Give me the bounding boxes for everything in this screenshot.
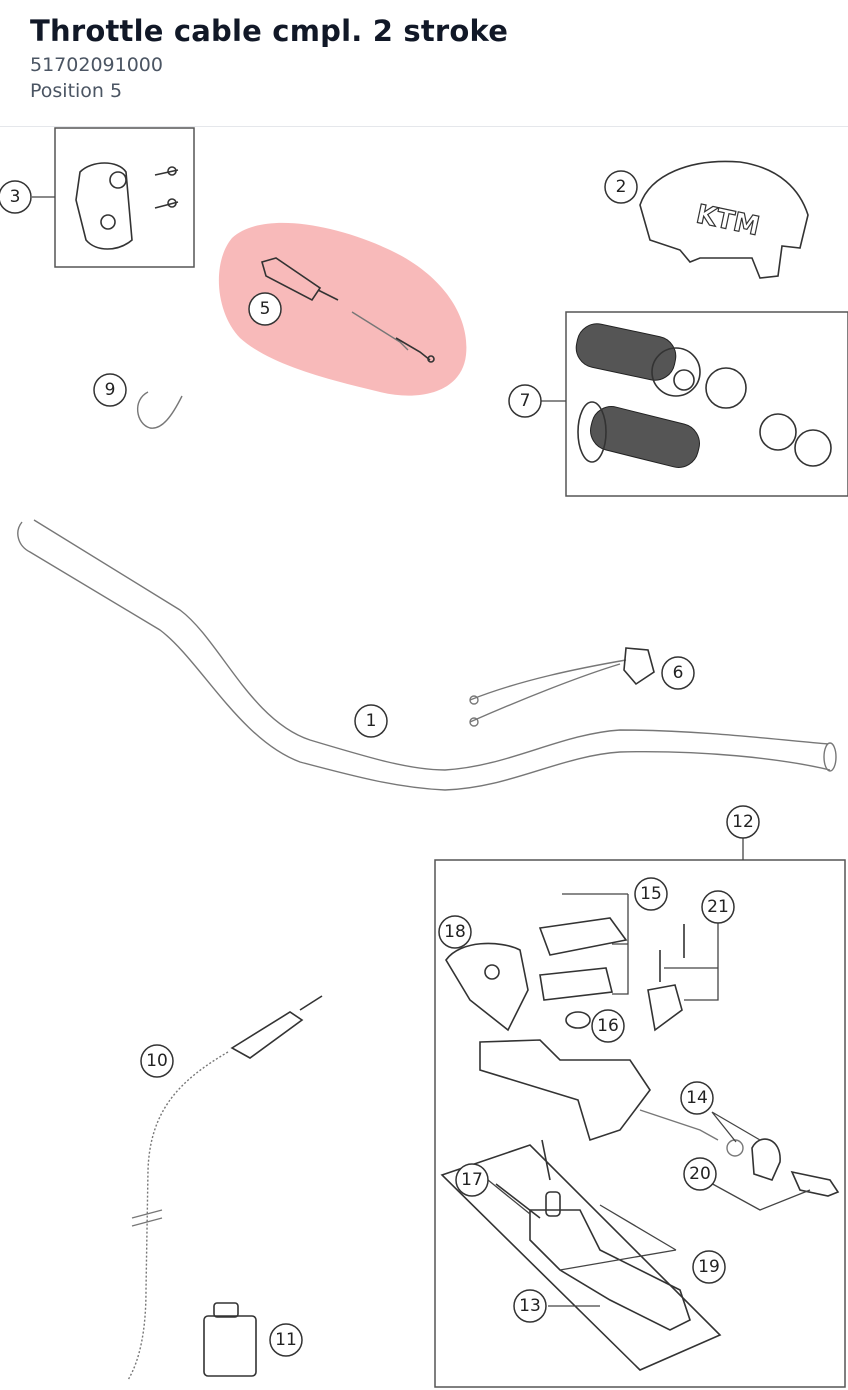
- svg-text:14: 14: [686, 1088, 708, 1108]
- callout-2[interactable]: 2: [604, 170, 638, 204]
- callout-17[interactable]: 17: [455, 1163, 489, 1197]
- callout-15[interactable]: 15: [634, 877, 668, 911]
- svg-text:21: 21: [707, 897, 729, 917]
- part-position: Position 5: [30, 80, 123, 102]
- callout-13[interactable]: 13: [513, 1289, 547, 1323]
- svg-text:9: 9: [105, 380, 116, 400]
- part-header: Throttle cable cmpl. 2 stroke 5170209100…: [0, 0, 848, 127]
- callout-12[interactable]: 12: [726, 805, 760, 839]
- callout-1[interactable]: 1: [354, 704, 388, 738]
- callout-19[interactable]: 19: [692, 1250, 726, 1284]
- pad-brand-mark: KTM: [694, 200, 763, 243]
- callout-9[interactable]: 9: [93, 373, 127, 407]
- part-throttle-cable[interactable]: [261, 257, 435, 363]
- callout-18[interactable]: 18: [438, 915, 472, 949]
- part-handlebar[interactable]: [17, 519, 837, 791]
- svg-text:13: 13: [519, 1296, 541, 1316]
- part-kill-switch[interactable]: [469, 647, 655, 727]
- svg-text:10: 10: [146, 1051, 168, 1071]
- callout-16[interactable]: 16: [591, 1009, 625, 1043]
- part-brake-master-cylinder[interactable]: [440, 917, 840, 1371]
- part-oil-bottle[interactable]: [203, 1302, 257, 1377]
- selected-part-highlight[interactable]: [218, 222, 467, 396]
- callout-7[interactable]: 7: [508, 384, 542, 418]
- svg-text:6: 6: [673, 663, 684, 683]
- part-box-12: [434, 859, 846, 1388]
- part-number: 51702091000: [30, 54, 163, 76]
- callout-14[interactable]: 14: [680, 1081, 714, 1115]
- part-long-cable[interactable]: [127, 995, 323, 1381]
- svg-text:12: 12: [732, 812, 754, 832]
- svg-text:11: 11: [275, 1330, 297, 1350]
- svg-text:15: 15: [640, 884, 662, 904]
- part-cable-tie[interactable]: [137, 391, 183, 429]
- svg-text:16: 16: [597, 1016, 619, 1036]
- callout-11[interactable]: 11: [269, 1323, 303, 1357]
- svg-text:7: 7: [520, 391, 531, 411]
- svg-text:1: 1: [366, 711, 377, 731]
- svg-text:19: 19: [698, 1257, 720, 1277]
- page-title: Throttle cable cmpl. 2 stroke: [30, 14, 509, 48]
- callout-6[interactable]: 6: [661, 656, 695, 690]
- callout-20[interactable]: 20: [683, 1157, 717, 1191]
- callout-10[interactable]: 10: [140, 1044, 174, 1078]
- svg-text:2: 2: [616, 177, 627, 197]
- callout-21[interactable]: 21: [701, 890, 735, 924]
- svg-text:18: 18: [444, 922, 466, 942]
- callout-5[interactable]: 5: [248, 292, 282, 326]
- svg-text:3: 3: [10, 187, 21, 207]
- callout-3[interactable]: 3: [0, 180, 32, 214]
- part-throttle-housing[interactable]: [75, 162, 179, 250]
- part-box-7: [565, 311, 848, 497]
- master-cylinder-leaders: [487, 893, 811, 1307]
- svg-text:5: 5: [260, 299, 271, 319]
- part-grips-set[interactable]: [573, 320, 832, 472]
- svg-text:17: 17: [461, 1170, 483, 1190]
- exploded-parts-diagram: KTM: [0, 127, 848, 1388]
- part-handlebar-pad[interactable]: KTM: [639, 160, 809, 279]
- svg-text:20: 20: [689, 1164, 711, 1184]
